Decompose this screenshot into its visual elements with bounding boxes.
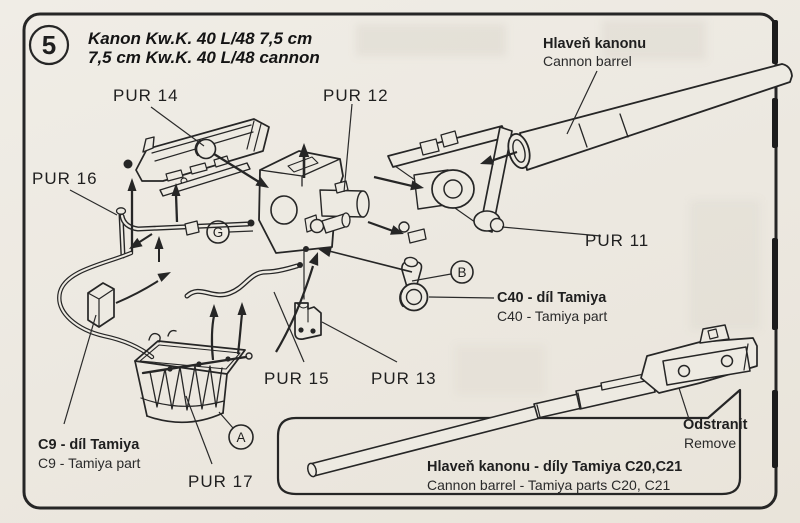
c40-note-cs: C40 - díl Tamiya <box>497 290 607 306</box>
part-labels: PUR 14 PUR 12 PUR 16 PUR 11 PUR 15 PUR 1… <box>32 86 649 491</box>
c9-note-cs: C9 - díl Tamiya <box>38 437 140 453</box>
cannon-barrel-note-cs: Hlaveň kanonu <box>543 36 646 52</box>
cable-drawing <box>57 250 155 360</box>
detail-marker-g: G <box>206 220 230 244</box>
part-pur15-drawing <box>184 262 303 299</box>
label-pur16: PUR 16 <box>32 169 98 188</box>
detail-marker-a: A <box>228 424 254 450</box>
part-pur13-drawing <box>294 233 322 340</box>
breech-block <box>640 324 758 394</box>
cannon-barrel-drawing <box>507 63 793 171</box>
part-pur14-drawing <box>123 118 270 197</box>
label-pur12: PUR 12 <box>323 86 389 105</box>
marker-a-letter: A <box>236 430 245 445</box>
text-annotations: Hlaveň kanonu Cannon barrel C40 - díl Ta… <box>38 36 748 493</box>
marker-b-letter: B <box>457 265 466 280</box>
basket-drawing <box>134 329 253 424</box>
label-pur17: PUR 17 <box>188 472 254 491</box>
recoil-guard-drawing <box>387 125 513 244</box>
title-czech: Kanon Kw.K. 40 L/48 7,5 cm <box>88 29 312 48</box>
label-pur11: PUR 11 <box>585 231 649 250</box>
label-pur14: PUR 14 <box>113 86 179 105</box>
tamiya-barrel-note-cs: Hlaveň kanonu - díly Tamiya C20,C21 <box>427 459 682 475</box>
cradle-block-drawing <box>258 150 370 254</box>
tamiya-barrel-panel <box>276 388 742 496</box>
label-pur13: PUR 13 <box>371 369 437 388</box>
page-frame <box>22 12 778 510</box>
step-badge: 5 <box>28 24 70 66</box>
label-pur15: PUR 15 <box>264 369 330 388</box>
remove-note-en: Remove <box>684 435 736 451</box>
leader-lines <box>63 70 690 465</box>
assembly-arrows <box>115 143 518 361</box>
frame-edge-mark <box>772 98 778 148</box>
cannon-barrel-note-en: Cannon barrel <box>543 53 632 69</box>
step-title: Kanon Kw.K. 40 L/48 7,5 cm 7,5 cm Kw.K. … <box>88 29 320 67</box>
tamiya-barrel-drawing <box>307 324 758 478</box>
print-bleed-artifacts <box>356 20 760 395</box>
knob <box>123 159 133 169</box>
detail-marker-b: B <box>450 260 474 284</box>
marker-g-letter: G <box>213 225 224 240</box>
frame-edge-mark <box>772 238 778 330</box>
part-pur16-drawing <box>115 207 255 259</box>
c40-note-en: C40 - Tamiya part <box>497 308 607 324</box>
part-c40-drawing <box>399 256 429 312</box>
title-english: 7,5 cm Kw.K. 40 L/48 cannon <box>88 48 320 67</box>
tamiya-barrel-note-en: Cannon barrel - Tamiya parts C20, C21 <box>427 477 671 493</box>
frame-edge-mark <box>772 390 778 468</box>
c9-note-en: C9 - Tamiya part <box>38 455 141 471</box>
frame-edge-mark <box>772 20 778 64</box>
part-c9-box-drawing <box>87 282 115 328</box>
step-number: 5 <box>42 30 56 60</box>
remove-note-cs: Odstranit <box>683 417 748 433</box>
